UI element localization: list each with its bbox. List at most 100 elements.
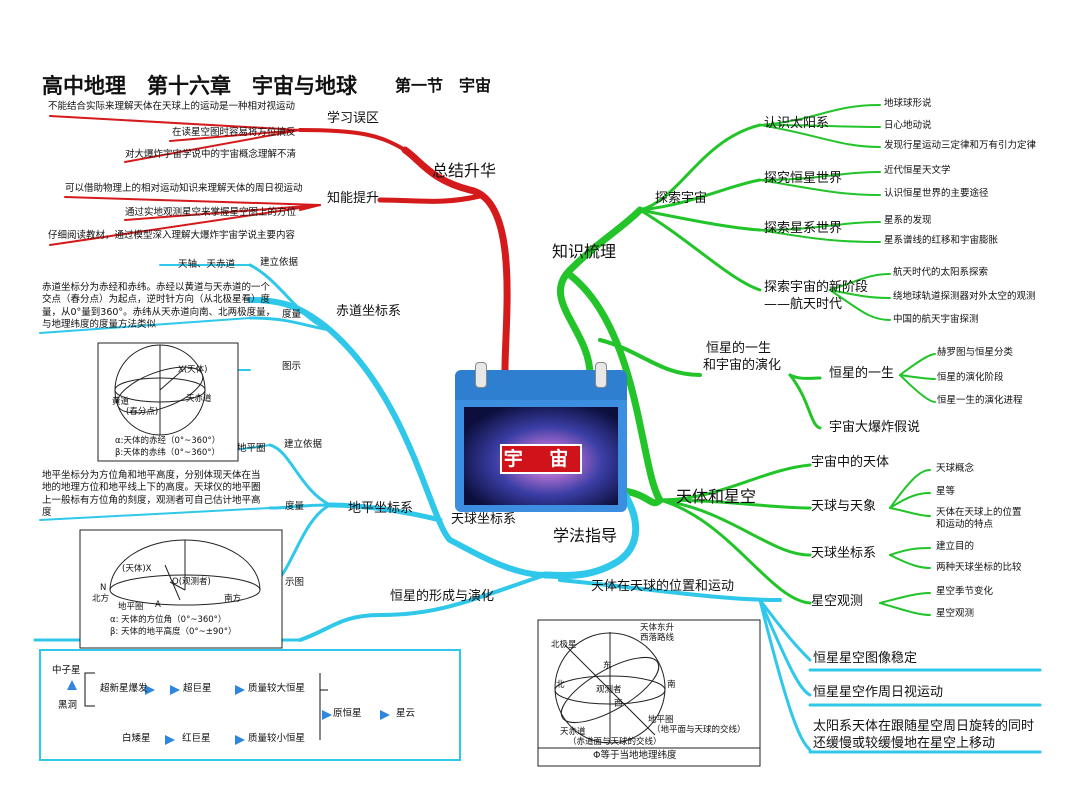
position-item: 恒星星空图像稳定: [813, 651, 918, 666]
bodies-group: 天球与天象: [811, 499, 877, 514]
evo-lowmass: 质量较小恒星: [248, 733, 306, 744]
explore-item: 星系谱线的红移和宇宙膨胀: [884, 235, 999, 246]
summary-label: 总结升华: [432, 161, 497, 180]
position-item: 还缓慢或较缓慢地在星空上移动: [813, 736, 996, 751]
evo-redgiant: 红巨星: [182, 733, 211, 744]
explore-group: 认识太阳系: [764, 116, 830, 131]
cm-west: 西: [614, 699, 623, 709]
explore-item: 绕地球轨道探测器对外太空的观测: [893, 291, 1036, 302]
bodies-item: 星空季节变化: [936, 586, 994, 597]
explore-item: 发现行星运动三定律和万有引力定律: [884, 140, 1037, 151]
chapter-title: 高中地理 第十六章 宇宙与地球: [42, 74, 357, 98]
evo-neutron: 中子星: [52, 665, 81, 676]
hz-fig-body: (天体)X: [122, 564, 152, 574]
celestial-motion-figure: [537, 619, 761, 767]
eq-fig-alpha: α:天体的赤经（0°~360°）: [115, 436, 221, 446]
evo-massive: 质量较大恒星: [248, 683, 306, 694]
learning-mistakes-label: 学习误区: [327, 111, 380, 126]
explore-item: 航天时代的太阳系探索: [893, 267, 989, 278]
eq-fig-x: X(天体): [178, 365, 208, 375]
evo-supernova: 超新星爆发: [100, 683, 148, 694]
horizontal-label: 地平坐标系: [348, 501, 414, 516]
explore-group: 探索宇宙的新阶段: [764, 280, 869, 295]
hz-fig-a: A: [155, 600, 161, 610]
star-life-item: 赫罗图与恒星分类: [937, 347, 1014, 358]
hz-fig-south: 南方: [224, 594, 242, 604]
cm-east: 东: [603, 661, 612, 671]
evo-supergiant: 超巨星: [183, 683, 212, 694]
bodies-item: 星空观测: [936, 608, 975, 619]
eq-fig-ecliptic: 黄道: [112, 397, 130, 407]
horizontal-basis-label: 建立依据: [284, 439, 323, 450]
hz-fig-alpha: α: 天体的方位角（0°~360°）: [110, 615, 227, 625]
eq-fig-delta: β:天体的赤纬（0°~360°）: [115, 448, 221, 458]
equatorial-basis-label: 建立依据: [260, 257, 299, 268]
lifecycle-label-sub: 和宇宙的演化: [703, 358, 782, 373]
explore-group: 探究恒星世界: [764, 171, 843, 186]
hz-fig-observer: O(观测者): [172, 577, 211, 587]
ability-item: 可以借助物理上的相对运动知识来理解天体的周日视运动: [65, 183, 303, 194]
star-life-item: 恒星一生的演化进程: [937, 395, 1023, 406]
equatorial-basis: 天轴、天赤道: [178, 259, 236, 270]
knowledge-label: 知识梳理: [552, 242, 617, 261]
bodies-group: 星空观测: [811, 594, 864, 609]
cm-equator-note: （赤道面与天球的交线）: [568, 737, 662, 747]
horizontal-diagram-label: 示图: [285, 577, 305, 588]
eq-fig-spring: (春分点): [126, 407, 159, 417]
bodies-item: 星等: [936, 486, 956, 497]
bodies-item: 两种天球坐标的比较: [936, 562, 1022, 573]
star-evolution-label: 恒星的形成与演化: [390, 589, 495, 604]
evo-protostar: 原恒星: [333, 708, 362, 719]
lifecycle-label: 恒星的一生: [706, 341, 772, 356]
evo-whitedwarf: 白矮星: [122, 733, 151, 744]
horizontal-measure-text: 地平坐标分为方位角和地平高度，分别体现天体在当地的地理方位和地平线上下的高度。天…: [42, 470, 261, 519]
explore-item: 星系的发现: [884, 215, 932, 226]
eq-fig-equator: 天赤道: [186, 394, 212, 404]
explore-group: 探索星系世界: [764, 221, 843, 236]
evo-nebula: 星云: [396, 708, 416, 719]
equatorial-measure-text: 赤道坐标分为赤经和赤纬。赤经以黄道与天赤道的一个交点（春分点）为起点，逆时针方向…: [42, 282, 276, 331]
bodies-item: 建立目的: [936, 541, 975, 552]
position-item: 太阳系天体在跟随星空周日旋转的同时: [813, 719, 1035, 734]
mistake-item: 对大爆炸宇宙学说中的宇宙概念理解不清: [125, 149, 297, 160]
hz-fig-horizon: 地平圈: [118, 602, 144, 612]
method-label: 学法指导: [553, 526, 618, 545]
horizontal-figure: [79, 529, 283, 649]
hz-fig-beta: β: 天体的地平高度（0°~±90°）: [110, 627, 237, 637]
equatorial-figure: [97, 342, 239, 462]
celestial-coords-label: 天球坐标系: [451, 512, 517, 527]
bodies-item: 天球概念: [936, 463, 975, 474]
section-title: 第一节 宇宙: [395, 76, 492, 95]
star-life-label: 恒星的一生: [829, 366, 895, 381]
cm-west-set: 西落路线: [640, 633, 675, 643]
ability-item: 仔细阅读教材，通过模型深入理解大爆炸宇宙学说主要内容: [48, 230, 296, 241]
explore-item: 近代恒星天文学: [884, 165, 951, 176]
bodies-item: 和运动的特点: [936, 519, 994, 530]
position-label: 天体在天球的位置和运动: [591, 579, 735, 594]
explore-label: 探索宇宙: [655, 191, 708, 206]
explore-item: 地球球形说: [884, 98, 932, 109]
horizontal-measure-label: 度量: [285, 501, 305, 512]
bodies-group: 宇宙中的天体: [811, 455, 890, 470]
ability-item: 通过实地观测星空来掌握星空图上的方位: [125, 207, 297, 218]
evo-blackhole: 黑洞: [58, 700, 78, 711]
position-item: 恒星星空作周日视运动: [813, 685, 944, 700]
bodies-group: 天球坐标系: [811, 546, 877, 561]
mistake-item: 在读星空图时容易将方位搞反: [172, 127, 296, 138]
equatorial-diagram-label: 图示: [282, 361, 302, 372]
equatorial-measure-label: 度量: [282, 309, 302, 320]
explore-item: 认识恒星世界的主要途径: [884, 188, 989, 199]
center-label: 宇 宙: [500, 444, 582, 474]
cm-south: 南: [667, 680, 676, 690]
hz-fig-n: N: [100, 583, 107, 593]
equatorial-label: 赤道坐标系: [336, 304, 402, 319]
cm-observer: 观测者: [596, 685, 622, 695]
cm-equator: 天赤道: [560, 727, 586, 737]
cm-polaris: 北极星: [551, 640, 577, 650]
cm-horizon: 地平圈: [648, 715, 674, 725]
cm-phi-caption: Φ等于当地地理纬度: [593, 750, 677, 761]
star-evolution-box: [39, 649, 461, 761]
bodies-label: 天体和星空: [676, 487, 757, 506]
ability-label: 知能提升: [327, 191, 380, 206]
